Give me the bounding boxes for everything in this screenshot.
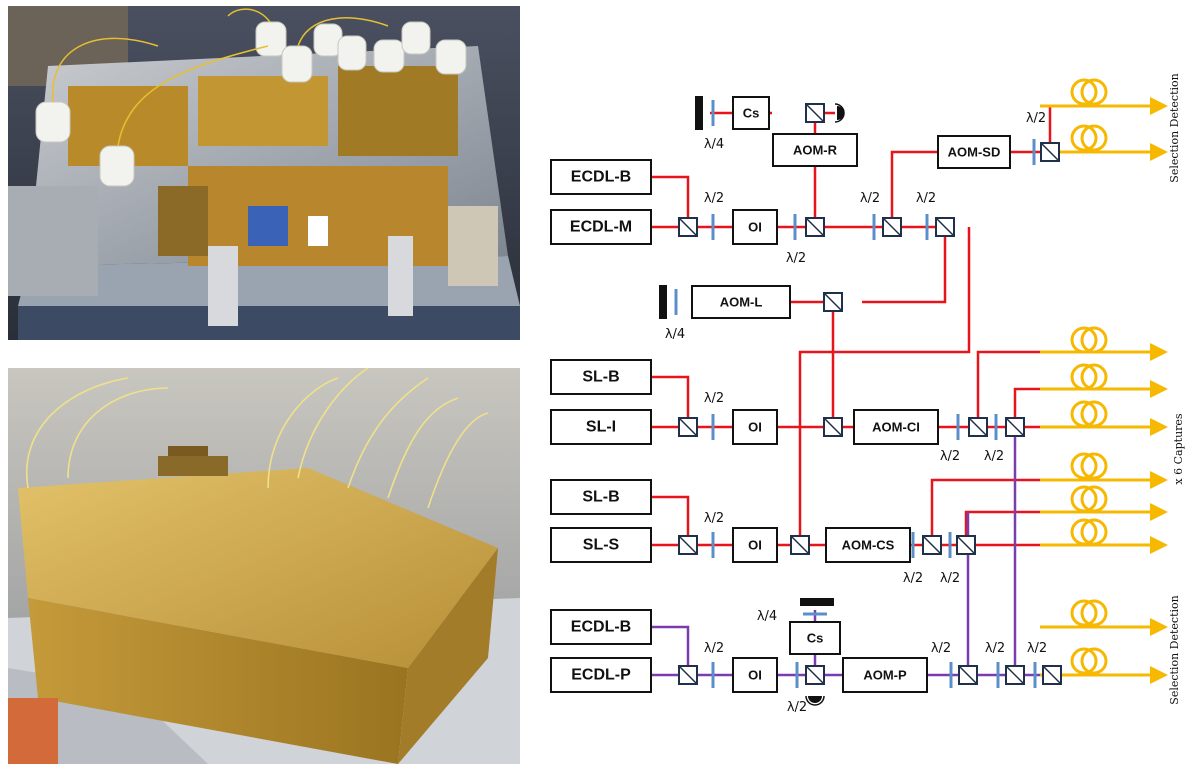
- aom-l-label: AOM-L: [720, 295, 763, 310]
- half-wave-label: λ/2: [704, 391, 724, 406]
- oi-label-4: OI: [748, 668, 762, 683]
- photodiode-top: [835, 104, 844, 122]
- half-wave-label: λ/2: [704, 511, 724, 526]
- aom-ci-label: AOM-CI: [872, 420, 920, 435]
- ecdl-b-label: ECDL-B: [571, 169, 631, 186]
- cs-bottom-label: Cs: [807, 631, 824, 646]
- ecdl-p-label: ECDL-P: [571, 667, 631, 684]
- side-label-top: Selection Detection: [1168, 73, 1181, 182]
- half-wave-label: λ/2: [931, 641, 951, 656]
- sl-b-label-2: SL-B: [582, 489, 619, 506]
- aom-sd-label: AOM-SD: [948, 145, 1001, 160]
- oi-label-3: OI: [748, 538, 762, 553]
- side-label-middle: x 6 Captures: [1172, 413, 1185, 484]
- half-wave-label: λ/2: [940, 571, 960, 586]
- mirror-cs-bottom: [800, 598, 834, 606]
- half-wave-label: λ/2: [916, 191, 936, 206]
- half-wave-label: λ/2: [704, 191, 724, 206]
- mirror-cs-top: [695, 96, 703, 130]
- fiber-coils: [1072, 80, 1106, 673]
- oi-label-1: OI: [748, 220, 762, 235]
- half-wave-label: λ/2: [787, 700, 807, 715]
- quarter-wave-label: λ/4: [665, 327, 685, 342]
- half-wave-label: λ/2: [1027, 641, 1047, 656]
- mirror-aom-l: [659, 285, 667, 319]
- photodiode-bottom: [806, 696, 824, 705]
- aom-r-label: AOM-R: [793, 143, 838, 158]
- aom-p-label: AOM-P: [863, 668, 907, 683]
- oi-label-2: OI: [748, 420, 762, 435]
- half-wave-label: λ/2: [704, 641, 724, 656]
- half-wave-label: λ/2: [984, 449, 1004, 464]
- aom-cs-label: AOM-CS: [842, 538, 895, 553]
- cs-top-label: Cs: [743, 106, 760, 121]
- quarter-wave-label: λ/4: [704, 137, 724, 152]
- half-wave-label: λ/2: [903, 571, 923, 586]
- sl-i-label: SL-I: [586, 419, 616, 436]
- ecdl-b-label-2: ECDL-B: [571, 619, 631, 636]
- half-wave-label: λ/2: [940, 449, 960, 464]
- half-wave-label: λ/2: [786, 251, 806, 266]
- sl-s-label: SL-S: [583, 537, 620, 554]
- quarter-wave-label: λ/4: [757, 609, 777, 624]
- side-label-bottom: Selection Detection: [1168, 595, 1181, 704]
- half-wave-label: λ/2: [860, 191, 880, 206]
- ecdl-m-label: ECDL-M: [570, 219, 632, 236]
- half-wave-label: λ/2: [1026, 111, 1046, 126]
- sl-b-label-1: SL-B: [582, 369, 619, 386]
- half-wave-label: λ/2: [985, 641, 1005, 656]
